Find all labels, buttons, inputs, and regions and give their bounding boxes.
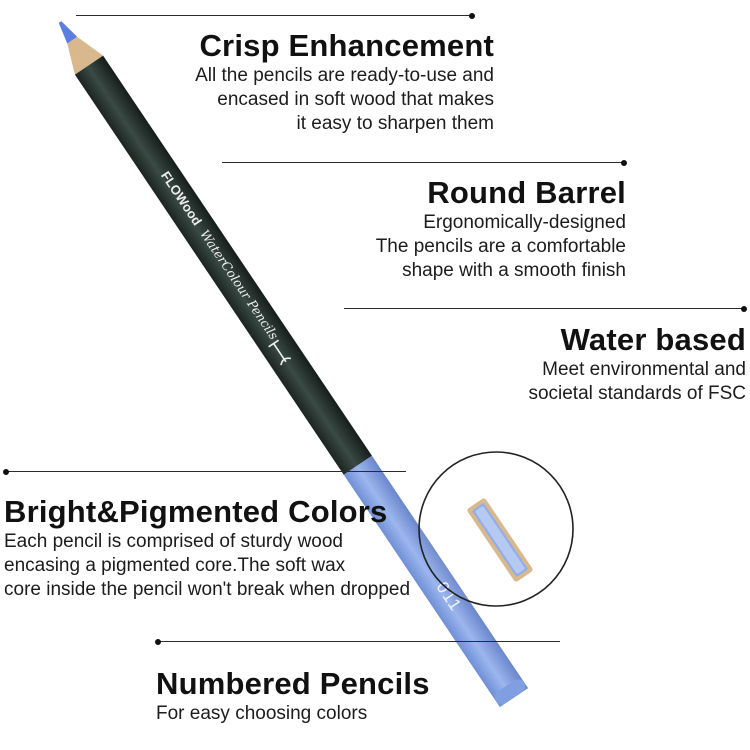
feature-desc-line: Each pencil is comprised of sturdy wood [4,531,343,552]
feature-water-based: Water based Meet environmental and socie… [528,322,746,406]
feature-desc-line: Meet environmental and [542,359,746,380]
divider-rule [155,638,560,645]
pencil-product-text: WaterColour Pencils [197,227,281,342]
rule-endpoint-dot [3,468,9,475]
feature-round-barrel: Round Barrel Ergonomically-designed The … [376,175,626,283]
feature-bright-pigmented: Bright&Pigmented Colors Each pencil is c… [4,494,410,602]
pencil-end-cap [343,455,529,708]
feature-desc-line: The pencils are a comfortable [375,236,626,257]
feature-title: Water based [560,322,746,357]
feature-numbered-pencils: Numbered Pencils For easy choosing color… [156,666,430,726]
rule-endpoint-dot [469,12,475,19]
feature-desc-line: shape with a smooth finish [402,260,626,281]
feature-desc-line: societal standards of FSC [528,383,746,404]
feature-desc-line: All the pencils are ready-to-use and [195,65,494,86]
feature-title: Bright&Pigmented Colors [4,494,388,529]
rule-endpoint-dot [741,305,747,312]
pencil-barrel [74,55,372,475]
feature-desc-line: Ergonomically-designed [423,212,626,233]
divider-rule [222,159,627,166]
feature-desc-line: core inside the pencil won't break when … [4,579,411,600]
feature-title: Round Barrel [427,175,626,210]
feature-desc-line: it easy to sharpen them [296,113,495,134]
rule-endpoint-dot [155,638,161,645]
pencil-wood-cone [67,36,104,75]
brush-logo-icon [268,339,292,366]
rule-endpoint-dot [621,159,627,166]
divider-rule [3,468,406,475]
divider-rule [76,12,475,19]
feature-crisp-enhancement: Crisp Enhancement All the pencils are re… [195,28,494,136]
feature-title: Crisp Enhancement [199,28,494,63]
feature-desc-line: encasing a pigmented core.The soft wax [4,555,346,576]
divider-rule [344,305,747,312]
feature-desc-line: encased in soft wood that makes [217,89,494,110]
magnify-circle [418,451,574,607]
feature-title: Numbered Pencils [156,666,430,701]
feature-desc-line: For easy choosing colors [156,703,368,724]
pencil-lead-tip [58,21,78,44]
